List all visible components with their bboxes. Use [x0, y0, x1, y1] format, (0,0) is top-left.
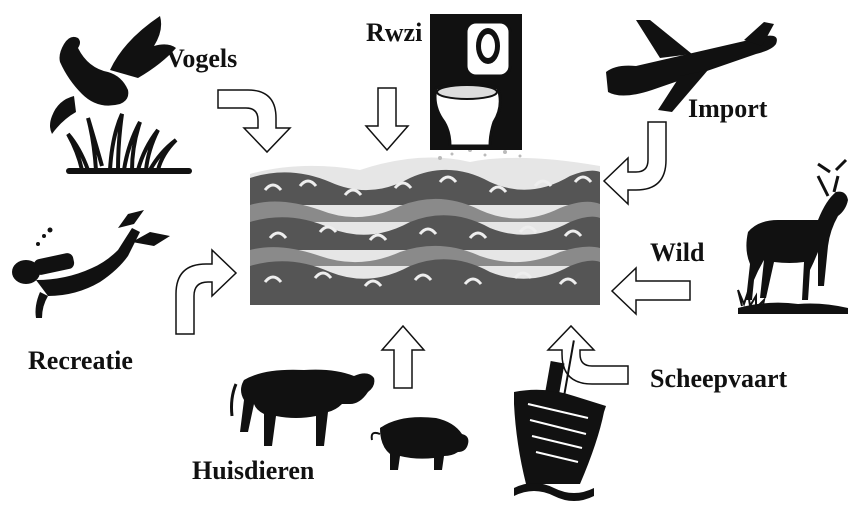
- ship-icon: [514, 340, 606, 501]
- deer-icon: [738, 160, 848, 314]
- diver-icon: [12, 210, 170, 318]
- label-huisdieren: Huisdieren: [192, 458, 314, 484]
- label-scheepvaart: Scheepvaart: [650, 366, 787, 392]
- duck-icon: [50, 16, 192, 174]
- label-wild: Wild: [650, 240, 704, 266]
- label-import: Import: [688, 96, 767, 122]
- cow-icon: [232, 370, 375, 446]
- pig-icon: [372, 417, 469, 470]
- label-vogels: Vogels: [166, 46, 237, 72]
- label-rwzi: Rwzi: [366, 20, 422, 46]
- label-recreatie: Recreatie: [28, 348, 133, 374]
- toilet-icon: [430, 14, 522, 150]
